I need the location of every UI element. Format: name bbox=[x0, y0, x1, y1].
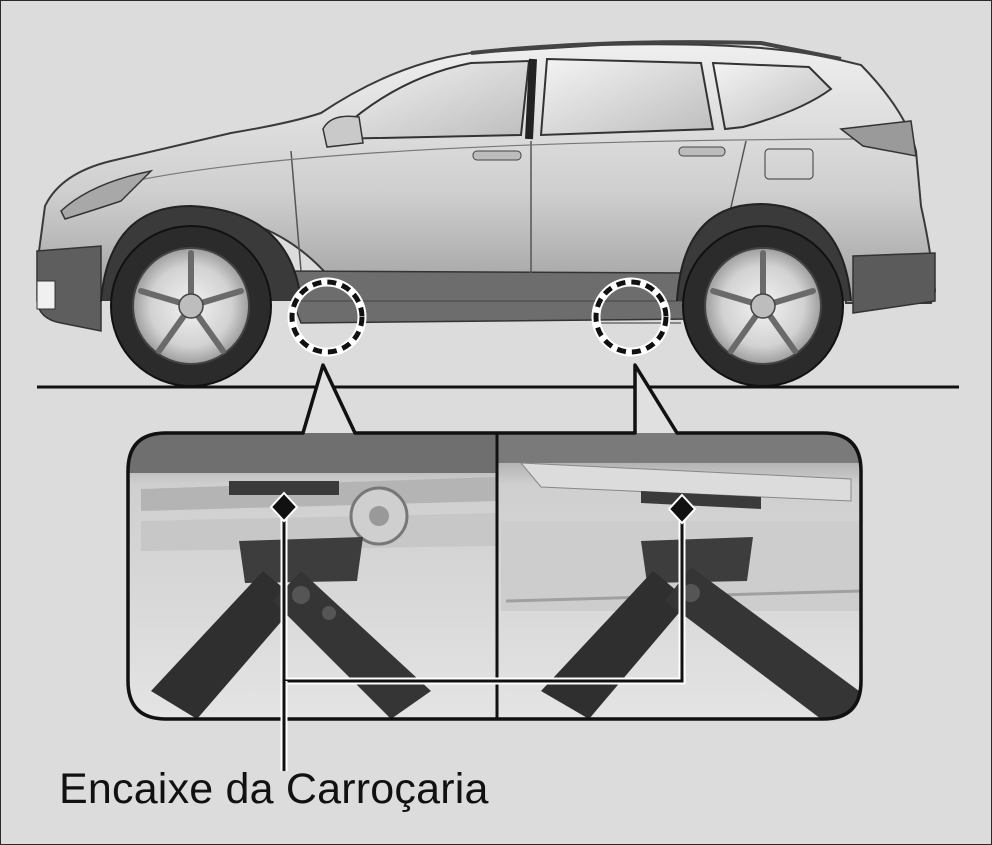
leader-tip-front bbox=[269, 491, 299, 523]
rear-door-window bbox=[539, 57, 715, 137]
front-wheel bbox=[110, 225, 272, 387]
rear-wheel bbox=[682, 225, 844, 387]
side-mirror bbox=[322, 115, 364, 148]
callout-label: Encaixe da Carroçaria bbox=[59, 765, 489, 813]
leader-tip-rear bbox=[667, 493, 697, 525]
taillight bbox=[839, 120, 917, 157]
callout-leader-lines bbox=[269, 491, 697, 771]
quarter-window bbox=[711, 61, 833, 131]
rear-jack-point-marker bbox=[591, 277, 671, 357]
detail-panel-front bbox=[128, 433, 496, 719]
headlight bbox=[60, 169, 154, 220]
rear-bumper bbox=[852, 252, 936, 314]
car-illustration bbox=[36, 40, 937, 387]
front-jack-point-marker bbox=[287, 277, 367, 357]
